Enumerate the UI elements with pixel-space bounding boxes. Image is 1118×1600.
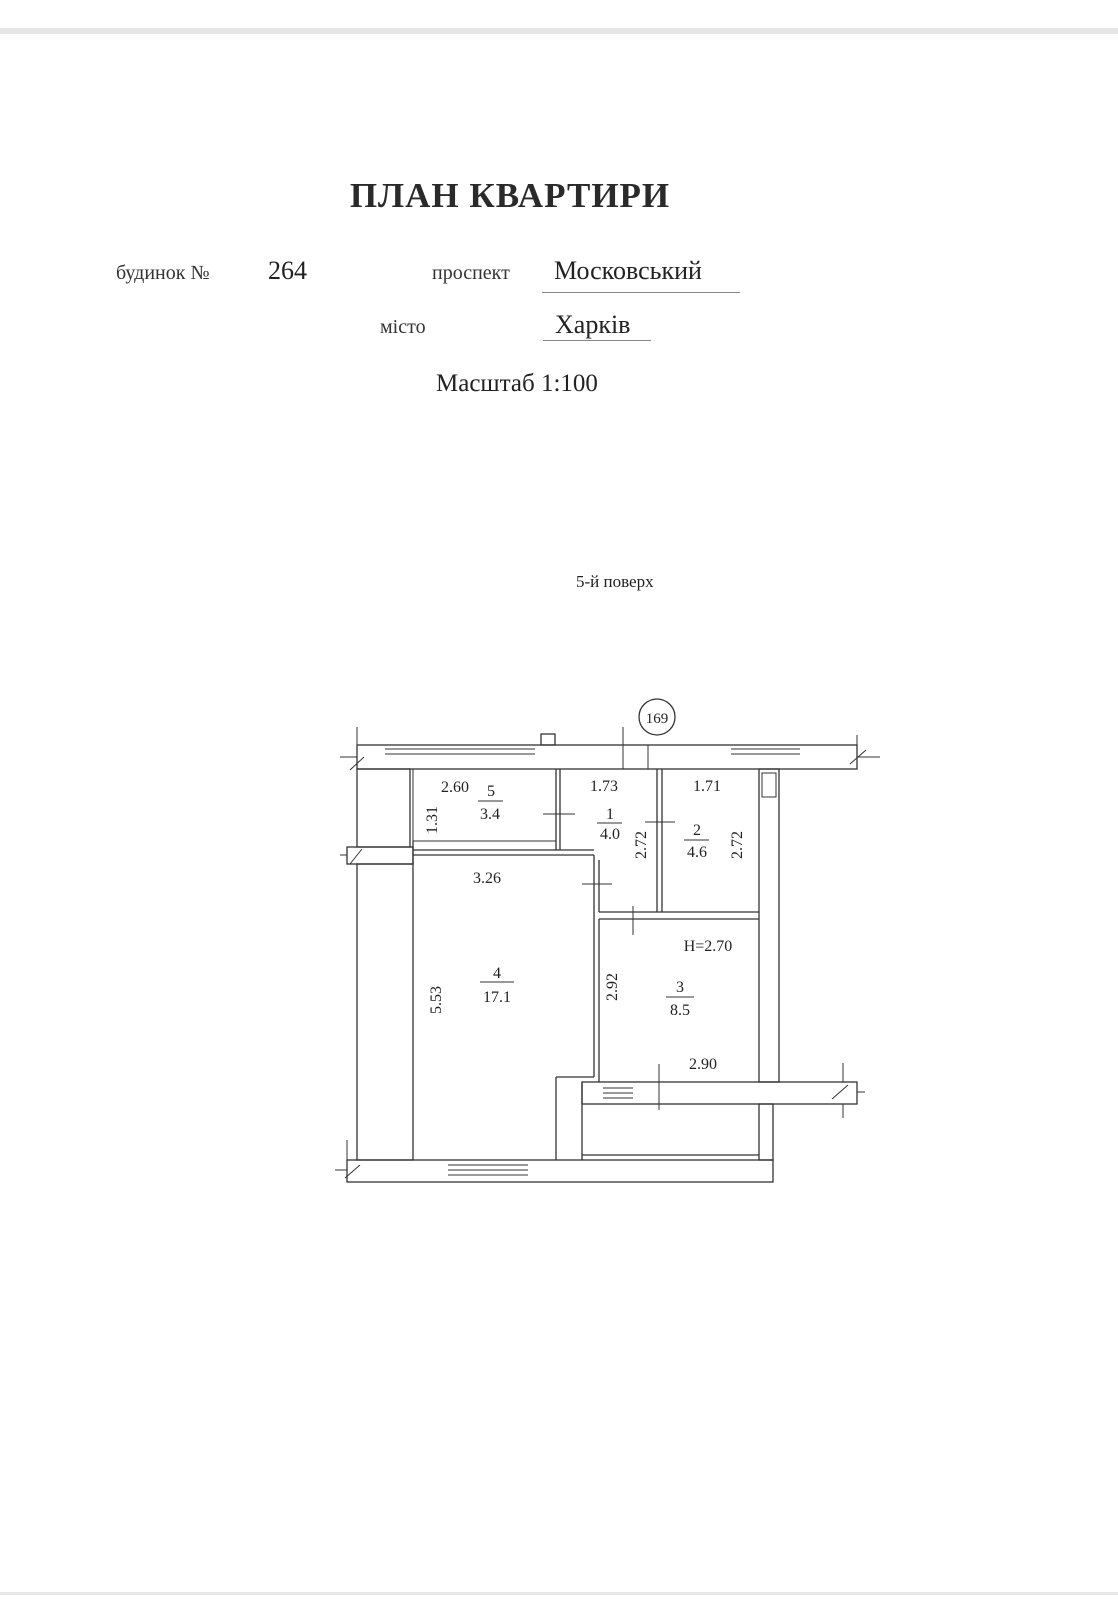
dim-room2-depth: 2.72 (729, 831, 746, 859)
apartment-number-circle (638, 698, 676, 736)
room-2-number: 2 (693, 822, 701, 839)
city-name: Харків (555, 310, 631, 339)
outer-walls (346, 733, 858, 1183)
city-label: місто (380, 316, 426, 338)
room-5-area: 3.4 (480, 806, 500, 823)
dim-room5-depth: 1.31 (424, 806, 441, 834)
room-1-number: 1 (606, 806, 614, 823)
interior-walls (412, 768, 759, 1160)
street-underline (542, 292, 740, 293)
room-4-number: 4 (493, 965, 501, 982)
dim-room2-width: 1.71 (693, 778, 721, 795)
room-4-area: 17.1 (483, 989, 511, 1006)
apartment-number: 169 (646, 711, 669, 727)
dimension-lines (335, 727, 880, 1179)
scale-label: Масштаб 1:100 (436, 370, 598, 397)
dim-room3-depth: 2.92 (604, 973, 621, 1001)
street-name: Московський (554, 256, 702, 285)
street-type-label: проспект (432, 262, 510, 284)
room-3-area: 8.5 (670, 1002, 690, 1019)
house-number: 264 (268, 256, 307, 285)
room-3-number: 3 (676, 979, 684, 996)
scan-edge-bottom (0, 1592, 1118, 1595)
dim-room1-depth: 2.72 (633, 831, 650, 859)
city-underline (543, 340, 651, 341)
house-label: будинок № (116, 262, 210, 284)
windows (385, 748, 800, 1176)
dim-room3-width: 2.90 (689, 1056, 717, 1073)
room-1-area: 4.0 (600, 826, 620, 843)
page-title: ПЛАН КВАРТИРИ (349, 176, 671, 215)
dim-room4-width: 3.26 (473, 870, 501, 887)
dim-room4-depth: 5.53 (428, 986, 445, 1014)
room-5-number: 5 (487, 783, 495, 800)
floor-label: 5-й поверх (576, 572, 654, 591)
ceiling-height: H=2.70 (684, 938, 733, 955)
scan-edge-top (0, 28, 1118, 34)
room-2-area: 4.6 (687, 844, 707, 861)
dim-room1-width: 1.73 (590, 778, 618, 795)
dim-room5-width: 2.60 (441, 779, 469, 796)
